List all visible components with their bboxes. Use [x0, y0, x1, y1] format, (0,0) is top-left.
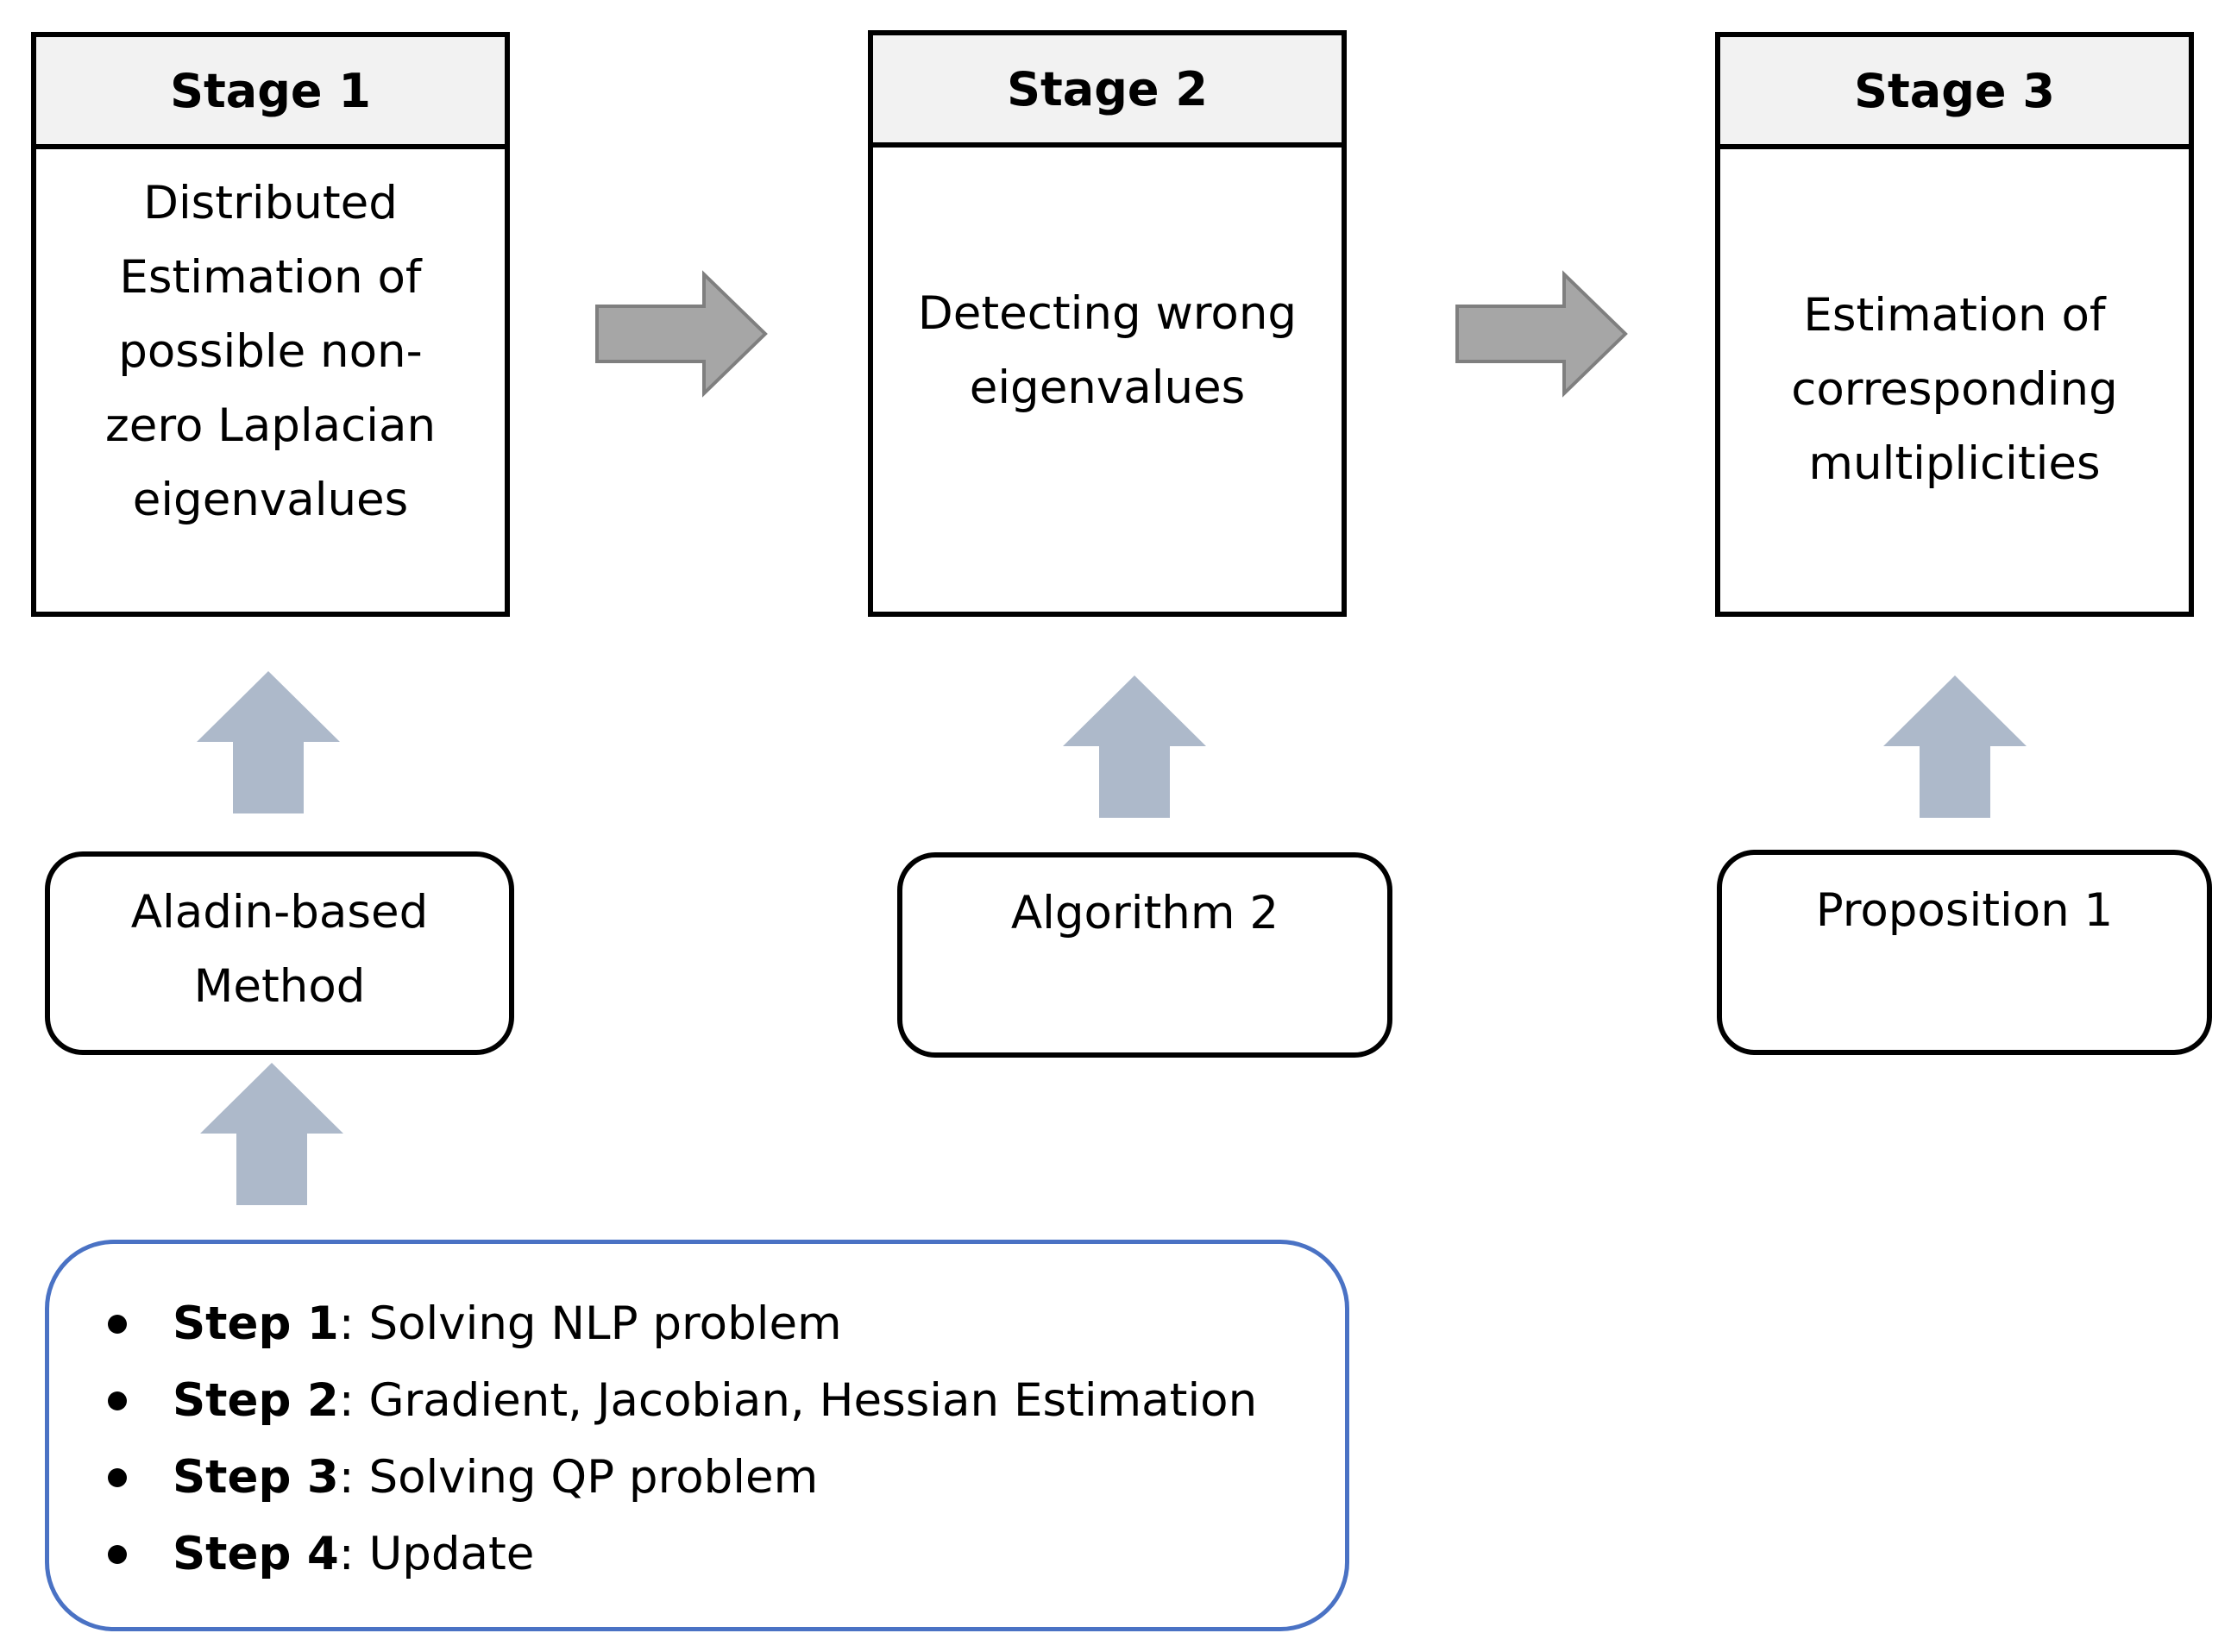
stage-3-box: Stage 3 Estimation of corresponding mult… — [1715, 32, 2194, 617]
bullet-icon — [108, 1315, 127, 1334]
step-text: : Update — [338, 1528, 535, 1580]
up-arrow-icon — [197, 671, 340, 813]
bullet-icon — [108, 1468, 127, 1487]
stage-3-line: Estimation of — [1803, 289, 2106, 342]
stage-1-line: eigenvalues — [132, 474, 409, 526]
step-label: Step 1 — [173, 1297, 339, 1350]
step-text: : Solving QP problem — [338, 1451, 819, 1504]
right-arrow-shape — [595, 270, 768, 398]
method-line: Proposition 1 — [1815, 884, 2114, 937]
method-box-proposition: Proposition 1 — [1717, 850, 2212, 1055]
up-arrow-shape — [200, 1063, 343, 1205]
up-arrow-icon — [1883, 675, 2027, 818]
stage-1-title: Stage 1 — [36, 37, 505, 149]
stage-2-box: Stage 2 Detecting wrong eigenvalues — [868, 30, 1347, 617]
up-arrow-shape — [1063, 675, 1206, 818]
bullet-icon — [108, 1545, 127, 1564]
up-arrow-shape — [1883, 675, 2027, 818]
stage-3-line: multiplicities — [1808, 437, 2101, 490]
stage-2-line: eigenvalues — [969, 361, 1246, 414]
stage-2-line: Detecting wrong — [917, 287, 1298, 340]
stage-1-line: Distributed — [143, 177, 398, 229]
method-box-aladin: Aladin-based Method — [45, 851, 514, 1055]
list-item: Step 2: Gradient, Jacobian, Hessian Esti… — [49, 1362, 1257, 1439]
stage-1-description: Distributed Estimation of possible non- … — [36, 166, 505, 537]
method-line: Method — [193, 960, 366, 1013]
bullet-icon — [108, 1391, 127, 1410]
stage-3-line: corresponding — [1791, 363, 2118, 416]
list-item: Step 4: Update — [49, 1516, 1257, 1592]
right-arrow-icon — [1455, 270, 1628, 398]
right-arrow-shape — [1455, 270, 1628, 398]
method-line: Aladin-based — [130, 886, 429, 939]
step-label: Step 3 — [173, 1451, 339, 1504]
stage-2-title: Stage 2 — [873, 35, 1342, 148]
stage-3-description: Estimation of corresponding multipliciti… — [1720, 279, 2189, 501]
stage-1-line: zero Laplacian — [104, 399, 437, 452]
step-text: : Gradient, Jacobian, Hessian Estimation — [338, 1374, 1258, 1427]
right-arrow-icon — [595, 270, 768, 398]
stage-1-box: Stage 1 Distributed Estimation of possib… — [31, 32, 510, 617]
step-label: Step 2 — [173, 1374, 339, 1427]
stage-1-line: possible non- — [118, 325, 423, 378]
method-box-algorithm: Algorithm 2 — [897, 852, 1392, 1058]
up-arrow-icon — [200, 1063, 343, 1205]
stage-2-description: Detecting wrong eigenvalues — [873, 277, 1342, 425]
list-item: Step 1: Solving NLP problem — [49, 1285, 1257, 1362]
list-item: Step 3: Solving QP problem — [49, 1439, 1257, 1516]
step-label: Step 4 — [173, 1528, 339, 1580]
steps-list: Step 1: Solving NLP problem Step 2: Grad… — [49, 1285, 1257, 1592]
step-text: : Solving NLP problem — [338, 1297, 842, 1350]
up-arrow-icon — [1063, 675, 1206, 818]
method-line: Algorithm 2 — [1010, 887, 1279, 939]
steps-box: Step 1: Solving NLP problem Step 2: Grad… — [45, 1240, 1349, 1631]
stage-1-line: Estimation of — [119, 251, 422, 304]
up-arrow-shape — [197, 671, 340, 813]
stage-3-title: Stage 3 — [1720, 37, 2189, 149]
